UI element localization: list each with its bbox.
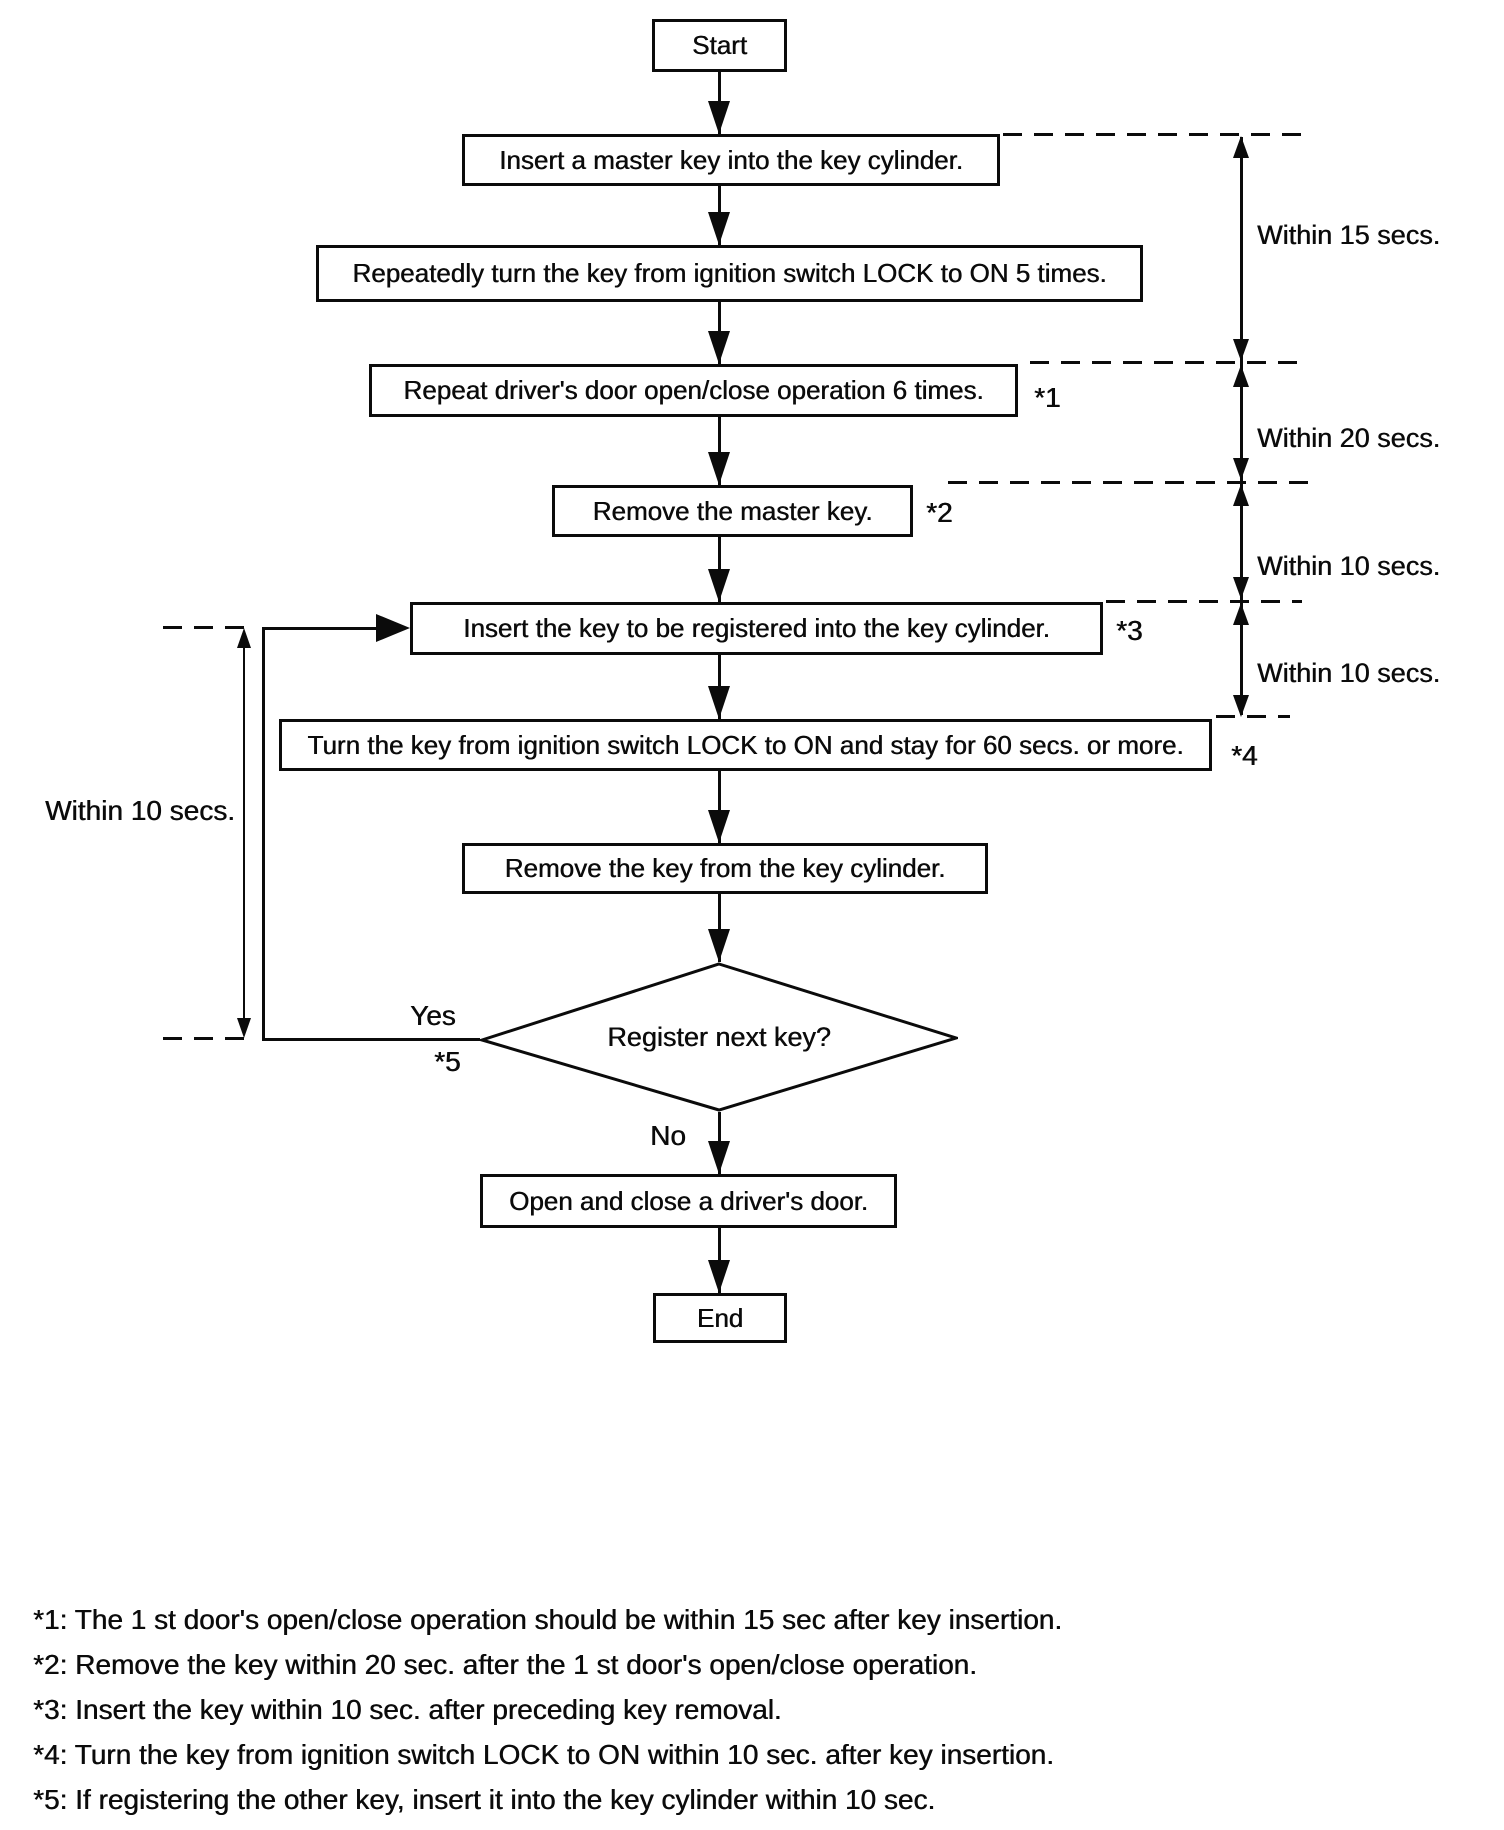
footnote-1: *1: The 1 st door's open/close operation…	[33, 1604, 1062, 1635]
timer-label-left: Within 10 secs.	[45, 795, 235, 826]
decision-label: Register next key?	[607, 1021, 831, 1052]
footnote-4: *4: Turn the key from ignition switch LO…	[33, 1739, 1054, 1770]
timer-label-within-10-secs-b: Within 10 secs.	[1257, 658, 1441, 688]
step-door-open-close-6-times: Repeat driver's door open/close operatio…	[369, 364, 1018, 417]
arrow-down-icon	[237, 1018, 251, 1038]
timing-span-line	[243, 632, 245, 1034]
footnote-marker-5: *5	[434, 1046, 461, 1077]
footnote-3: *3: Insert the key within 10 sec. after …	[33, 1694, 782, 1725]
arrow-up-icon	[1233, 484, 1249, 506]
step-open-close-door: Open and close a driver's door.	[480, 1174, 897, 1228]
step-turn-key-stay-60-secs: Turn the key from ignition switch LOCK t…	[279, 719, 1212, 771]
footnote-marker-1: *1	[1034, 382, 1061, 413]
no-branch-label: No	[650, 1120, 686, 1151]
step-turn-key-5-times: Repeatedly turn the key from ignition sw…	[316, 245, 1143, 302]
flow-line	[718, 771, 721, 843]
timer-label-within-20-secs: Within 20 secs.	[1257, 423, 1441, 453]
footnote-marker-3: *3	[1116, 615, 1143, 646]
arrow-down-icon	[708, 1141, 730, 1174]
dashed-timing-line	[948, 481, 1308, 484]
footnote-marker-4: *4	[1231, 740, 1258, 771]
arrow-down-icon	[1233, 577, 1249, 599]
arrow-down-icon	[708, 452, 730, 485]
dashed-timing-line	[1003, 133, 1308, 136]
arrow-down-icon	[1233, 458, 1249, 480]
step-remove-master-key: Remove the master key.	[552, 485, 913, 537]
dashed-timing-line	[163, 1037, 251, 1040]
dashed-timing-line	[1106, 600, 1302, 603]
yes-loop-line	[262, 627, 265, 1041]
arrow-down-icon	[708, 810, 730, 843]
arrow-right-icon	[376, 614, 410, 642]
footnote-marker-2: *2	[926, 497, 953, 528]
arrow-up-icon	[1233, 136, 1249, 158]
diamond-shape-icon	[476, 962, 962, 1112]
yes-loop-line	[262, 627, 378, 630]
flow-line	[718, 894, 721, 962]
arrow-down-icon	[708, 686, 730, 719]
arrow-down-icon	[708, 1260, 730, 1293]
arrow-down-icon	[1233, 339, 1249, 361]
dashed-timing-line	[1030, 361, 1308, 364]
arrow-up-icon	[1233, 603, 1249, 625]
arrow-down-icon	[1233, 695, 1249, 717]
yes-loop-line	[262, 1038, 480, 1041]
arrow-down-icon	[708, 212, 730, 245]
arrow-up-icon	[237, 628, 251, 648]
footnote-2: *2: Remove the key within 20 sec. after …	[33, 1649, 977, 1680]
arrow-down-icon	[708, 569, 730, 602]
flow-line	[718, 417, 721, 485]
timer-label-within-15-secs: Within 15 secs.	[1257, 220, 1441, 250]
yes-branch-label: Yes	[410, 1000, 456, 1031]
start-terminal: Start	[652, 19, 787, 72]
arrow-down-icon	[708, 101, 730, 134]
arrow-down-icon	[708, 331, 730, 364]
timer-label-within-10-secs-a: Within 10 secs.	[1257, 551, 1441, 581]
dashed-timing-line	[1216, 715, 1290, 718]
dashed-timing-line	[163, 626, 251, 629]
end-terminal: End	[653, 1293, 787, 1343]
step-insert-key-to-register: Insert the key to be registered into the…	[410, 602, 1103, 655]
footnote-5: *5: If registering the other key, insert…	[33, 1784, 936, 1815]
arrow-down-icon	[708, 929, 730, 962]
step-remove-key: Remove the key from the key cylinder.	[462, 843, 988, 894]
decision-register-next-key: Register next key?	[476, 962, 962, 1112]
step-insert-master-key: Insert a master key into the key cylinde…	[462, 134, 1000, 186]
timing-span-line	[1240, 137, 1243, 715]
arrow-up-icon	[1233, 365, 1249, 387]
